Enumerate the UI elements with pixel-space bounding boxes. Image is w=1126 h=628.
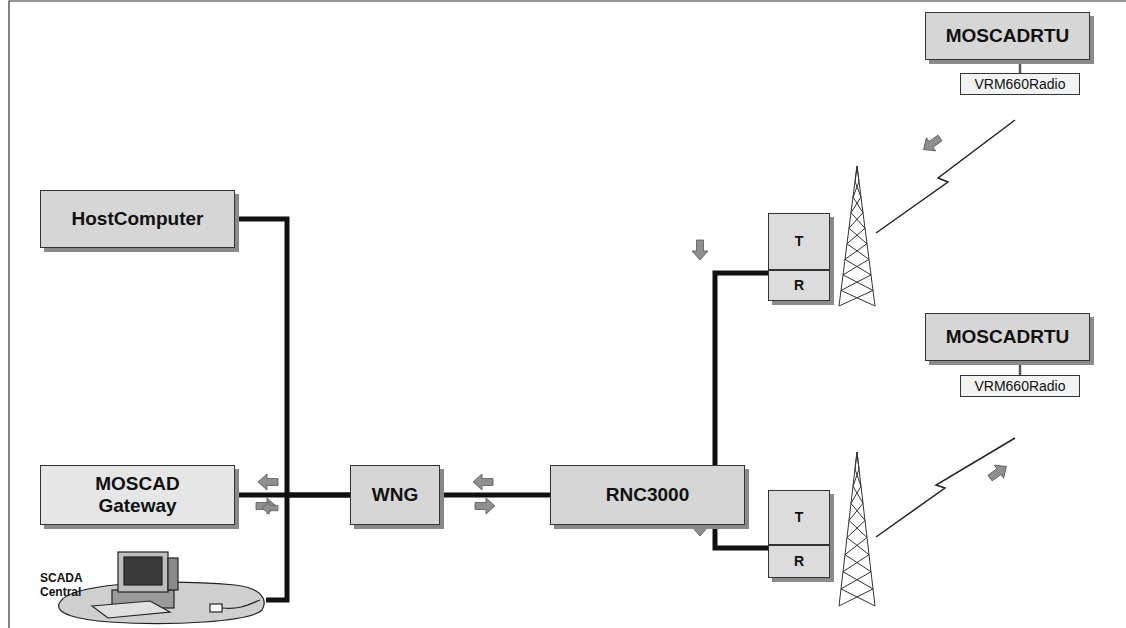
frame	[9, 1, 1126, 628]
gateway-box: MOSCAD Gateway	[40, 465, 235, 525]
radio-box: VRM660Radio	[960, 375, 1080, 397]
node-text: MOSCAD Gateway	[83, 473, 193, 517]
radio-link	[876, 120, 1015, 233]
receiver-box: R	[768, 545, 830, 578]
radio-box: VRM660Radio	[960, 73, 1080, 95]
station-label: SCADA Central	[40, 571, 102, 600]
radio-link	[876, 438, 1015, 537]
transmitter-box: T	[768, 490, 830, 545]
node-text: R	[794, 277, 804, 293]
connector	[1019, 361, 1022, 375]
receiver-box: R	[768, 270, 830, 301]
connector	[715, 273, 768, 465]
node-text: MOSCADRTU	[946, 326, 1070, 348]
node-text: RNC3000	[606, 484, 689, 506]
node-text: VRM660Radio	[974, 76, 1065, 92]
connector	[1019, 60, 1022, 73]
connector	[235, 219, 350, 495]
node-text: MOSCADRTU	[946, 25, 1070, 47]
rtu-box: MOSCADRTU	[925, 313, 1090, 361]
rnc-box: RNC3000	[550, 465, 745, 525]
rtu-box: MOSCADRTU	[925, 12, 1090, 60]
connector	[715, 525, 768, 548]
antenna-tower	[839, 166, 875, 606]
node-text: VRM660Radio	[974, 378, 1065, 394]
node-text: T	[795, 509, 804, 525]
wng-box: WNG	[350, 465, 440, 525]
connector	[235, 493, 350, 498]
computer-illustration	[59, 552, 265, 624]
node-text: WNG	[372, 484, 418, 506]
node-text: T	[795, 233, 804, 249]
node-text: HostComputer	[72, 208, 204, 230]
connector	[440, 493, 550, 498]
host-box: HostComputer	[40, 190, 235, 248]
transmitter-box: T	[768, 213, 830, 270]
node-text: R	[794, 553, 804, 569]
flow-arrow	[256, 131, 1011, 536]
